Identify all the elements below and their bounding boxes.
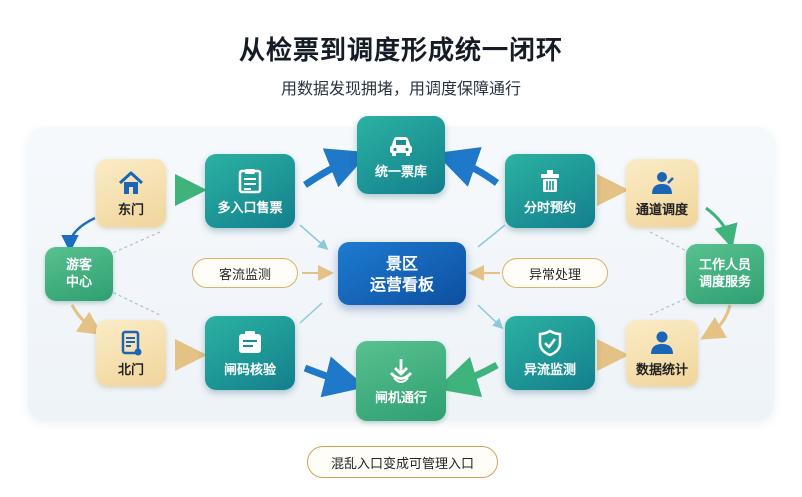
- download-icon: [389, 358, 413, 383]
- node-east-gate: 东门: [96, 159, 166, 227]
- node-label: 东门: [117, 202, 144, 218]
- node-label: 北门: [117, 362, 144, 378]
- node-label: 统一票库: [374, 164, 427, 180]
- node-multi-entry-ticketing: 多入口售票: [205, 154, 295, 228]
- person-icon: [652, 171, 674, 194]
- node-visitor-center: 游客 中心: [45, 247, 113, 301]
- footer-caption: 混乱入口变成可管理入口: [307, 446, 498, 478]
- node-gate-code-verify: 闸码核验: [205, 316, 295, 390]
- house-icon: [118, 171, 144, 194]
- node-anomaly-monitoring: 异流监测: [505, 316, 595, 390]
- node-unified-ticket-store: 统一票库: [357, 116, 445, 194]
- node-label: 闸机通行: [374, 390, 427, 406]
- node-label: 通道调度: [635, 202, 688, 218]
- bin-icon: [541, 169, 559, 192]
- pill-flow-monitoring: 客流监测: [192, 258, 298, 288]
- node-gate-pass: 闸机通行: [356, 341, 446, 421]
- node-label: 异流监测: [523, 362, 576, 378]
- node-label: 数据统计: [635, 362, 688, 378]
- node-channel-dispatch: 通道调度: [626, 159, 698, 227]
- node-staff-dispatch-service: 工作人员 调度服务: [686, 244, 764, 304]
- page-title: 从检票到调度形成统一闭环: [238, 36, 563, 66]
- car-icon: [390, 136, 412, 156]
- document-icon: [121, 330, 142, 355]
- node-label: 景区 运营看板: [369, 253, 434, 294]
- page-subtitle: 用数据发现拥堵，用调度保障通行: [280, 79, 521, 98]
- node-label: 多入口售票: [217, 200, 283, 216]
- node-data-statistics: 数据统计: [626, 320, 698, 386]
- node-scenic-ops-dashboard: 景区 运营看板: [338, 242, 466, 305]
- node-time-booking: 分时预约: [505, 154, 595, 228]
- ticket-scan-icon: [239, 330, 261, 353]
- pill-exception-handling: 异常处理: [502, 258, 608, 288]
- clipboard-icon: [238, 168, 262, 193]
- node-label: 工作人员 调度服务: [698, 258, 751, 290]
- node-north-gate: 北门: [96, 320, 166, 386]
- node-label: 分时预约: [523, 200, 576, 216]
- user-icon: [651, 331, 673, 354]
- node-label: 闸码核验: [223, 362, 276, 378]
- shield-check-icon: [538, 329, 562, 356]
- node-label: 游客 中心: [65, 258, 92, 290]
